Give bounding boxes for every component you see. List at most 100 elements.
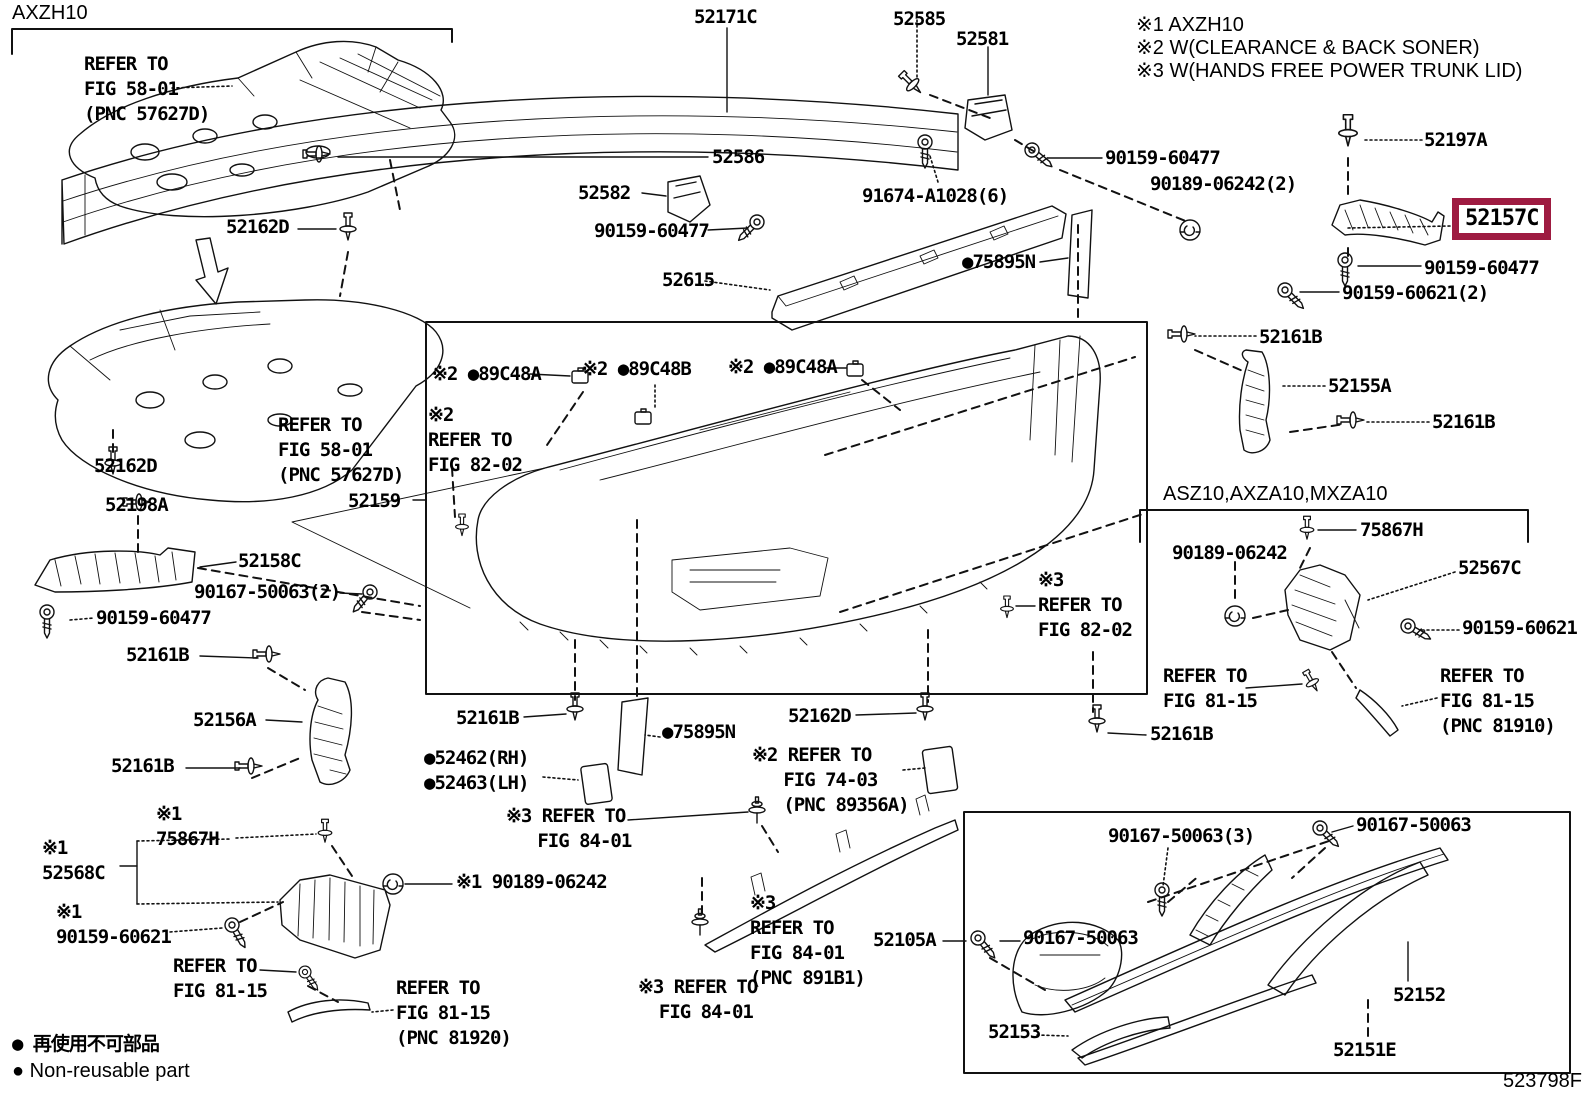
part-52157c: 52157C (1452, 198, 1552, 240)
part-75895n-bottom: ●75895N (662, 721, 736, 743)
refer-fig-81-15-bl: REFER TO FIG 81-15 (173, 955, 268, 1002)
refer-fig-74-03: ※2 REFER TO FIG 74-03 (PNC 89356A) (752, 744, 910, 816)
diagram-code: 523798F (1503, 1070, 1582, 1092)
refer-fig-84-01-a: ※3 REFER TO FIG 84-01 (506, 805, 632, 852)
refer-fig-81-15-pnc81910: REFER TO FIG 81-15 (PNC 81910) (1440, 665, 1556, 737)
part-drawing-74-03-patch (921, 745, 959, 795)
part-52585: 52585 (893, 8, 946, 30)
part-drawing-52582 (667, 175, 711, 223)
part-drawing-52155a (1238, 349, 1271, 454)
refer-fig-81-15-right: REFER TO FIG 81-15 (1163, 665, 1258, 712)
part-drawing-reinforcement (61, 95, 959, 245)
part-90167-50063-2: 90167-50063(2) (194, 581, 341, 603)
refer-fig-58-01-mid: REFER TO FIG 58-01 (PNC 57627D) (278, 414, 404, 486)
part-52462-52463: ●52462(RH) ●52463(LH) (424, 747, 529, 794)
part-89c48a-1: ※2 ●89C48A (432, 363, 542, 385)
part-drawing-52567c (1284, 564, 1361, 651)
part-drawing-bumper-cover (291, 335, 1101, 656)
part-90167-50063-3: 90167-50063(3) (1108, 825, 1255, 847)
part-drawing-75895n-top (1067, 209, 1093, 299)
part-75895n-top: ●75895N (962, 251, 1036, 273)
group-header-axzh10: AXZH10 (12, 2, 88, 24)
axzh10-bracket (11, 28, 453, 55)
fasteners (39, 67, 1435, 995)
part-drawing-lower-bumper (1012, 847, 1449, 1066)
refer-fig-81-15-pnc81920: REFER TO FIG 81-15 (PNC 81920) (396, 977, 512, 1049)
part-52159: 52159 (348, 490, 401, 512)
part-52161b-boxright: 52161B (1150, 723, 1214, 745)
part-52152: 52152 (1393, 984, 1446, 1006)
part-90159-60477-center: 90159-60477 (594, 220, 710, 242)
part-89c48a-2: ※2 ●89C48A (728, 356, 838, 378)
part-52162d-box: 52162D (788, 705, 852, 727)
part-52198a: 52198A (105, 494, 169, 516)
part-drawing-undercover-top (68, 40, 456, 297)
part-90159-60621-2: 90159-60621(2) (1342, 282, 1489, 304)
part-drawing-75895n-bottom (617, 697, 649, 776)
refer-fig-84-01-c: ※3 REFER TO FIG 84-01 (638, 976, 758, 1023)
part-90159-60477-topright: 90159-60477 (1105, 147, 1221, 169)
part-drawing-52568c (279, 874, 391, 959)
part-52161b-boxleft: 52161B (456, 707, 520, 729)
legend-jp: ● 再使用不可部品 (12, 1033, 160, 1055)
part-75867h-left: ※1 75867H (156, 803, 220, 850)
part-drawing-mudguard-right (1355, 689, 1399, 737)
refer-fig-58-01-top: REFER TO FIG 58-01 (PNC 57627D) (84, 53, 210, 125)
part-52171c: 52171C (694, 6, 758, 28)
part-52586: 52586 (712, 146, 765, 168)
part-90159-60477-left: 90159-60477 (96, 607, 212, 629)
leader-lines (69, 19, 1460, 1037)
part-drawing-retainer-strip (704, 794, 959, 953)
part-75867h-right: 75867H (1360, 519, 1424, 541)
part-90167-50063-tr: 90167-50063 (1356, 814, 1472, 836)
part-drawing-52462-patch (580, 762, 613, 805)
part-drawing-52615 (771, 205, 1067, 331)
part-91674-a1028: 91674-A1028(6) (862, 185, 1009, 207)
part-52155a: 52155A (1328, 375, 1392, 397)
part-52161b-left2: 52161B (111, 755, 175, 777)
part-52158c: 52158C (238, 550, 302, 572)
part-52197a: 52197A (1424, 129, 1488, 151)
part-drawing-52581 (964, 94, 1013, 141)
part-90189-06242-center: ※1 90189-06242 (456, 871, 608, 893)
part-52162d-left: 52162D (94, 455, 158, 477)
part-90159-60477-right: 90159-60477 (1424, 257, 1540, 279)
part-52161b-right2: 52161B (1432, 411, 1496, 433)
part-52156a: 52156A (193, 709, 257, 731)
construction-lines (197, 94, 1357, 1003)
part-90167-50063-l: 90167-50063 (1023, 927, 1139, 949)
part-90189-06242-2: 90189-06242(2) (1150, 173, 1297, 195)
part-90189-06242-right: 90189-06242 (1172, 542, 1288, 564)
part-drawing-52156a (309, 677, 353, 786)
part-52162d-top: 52162D (226, 216, 290, 238)
note-1: ※1 AXZH10 (1136, 14, 1244, 36)
main-assembly-box (425, 321, 1148, 695)
part-drawing-undercover-bottom (47, 299, 444, 553)
part-drawing-52158c (34, 547, 196, 593)
part-drawing-52151e (1077, 974, 1317, 1066)
part-52568c: ※1 52568C (42, 837, 106, 884)
refer-fig-82-02-right: ※3 REFER TO FIG 82-02 (1038, 569, 1133, 641)
part-drawing-52152 (1267, 861, 1429, 996)
down-arrow (195, 237, 229, 305)
part-drawing-52153 (1071, 1016, 1171, 1059)
part-52582: 52582 (578, 182, 631, 204)
part-52153: 52153 (988, 1021, 1041, 1043)
refer-fig-84-01-b: ※3 REFER TO FIG 84-01 (PNC 891B1) (750, 892, 866, 989)
note-3: ※3 W(HANDS FREE POWER TRUNK LID) (1136, 60, 1523, 82)
part-90159-60621-left: ※1 90159-60621 (56, 901, 172, 948)
part-52615: 52615 (662, 269, 715, 291)
part-52105a: 52105A (873, 929, 937, 951)
part-90159-60621-right: 90159-60621 (1462, 617, 1578, 639)
part-89c48b: ※2 ●89C48B (582, 358, 692, 380)
lower-assembly-box (963, 811, 1571, 1074)
part-52161b-left1: 52161B (126, 644, 190, 666)
part-52151e: 52151E (1333, 1039, 1397, 1061)
part-52567c: 52567C (1458, 557, 1522, 579)
group-header-asz10: ASZ10,AXZA10,MXZA10 (1163, 483, 1388, 505)
part-drawing-52157c (1331, 199, 1445, 246)
note-2: ※2 W(CLEARANCE & BACK SONER) (1136, 37, 1480, 59)
legend-en: ● Non-reusable part (12, 1060, 190, 1082)
